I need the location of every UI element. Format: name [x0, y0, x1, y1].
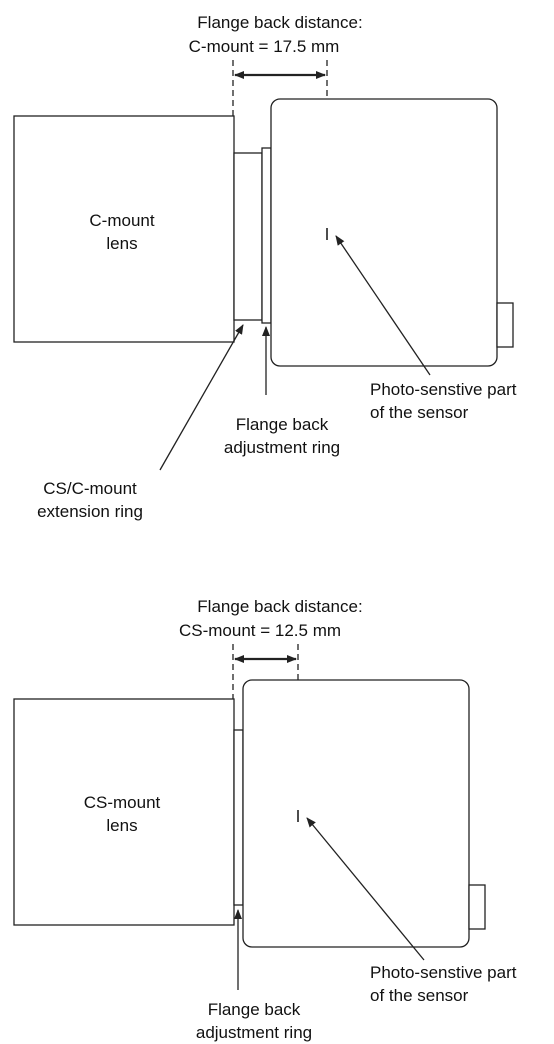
cs-mount-diagram: Flange back distance: CS-mount = 12.5 mm…	[13, 597, 517, 1042]
c-mount-extension-ring	[233, 152, 263, 321]
cs-mount-title-line1: Flange back distance:	[197, 597, 362, 616]
cs-mount-sensor-pointer	[306, 817, 425, 961]
c-mount-ring-label-line2: adjustment ring	[224, 438, 340, 457]
c-mount-adjustment-ring	[261, 147, 272, 324]
c-mount-sensor-label-line1: Photo-senstive part	[370, 380, 517, 399]
c-mount-sensor-label-line2: of the sensor	[370, 403, 469, 422]
cs-mount-camera-connector	[468, 884, 486, 930]
c-mount-title-line2: C-mount = 17.5 mm	[189, 37, 340, 56]
cs-mount-lens-box	[13, 698, 235, 926]
c-mount-lens-box	[13, 115, 235, 343]
cs-mount-title-line2: CS-mount = 12.5 mm	[179, 621, 341, 640]
cs-mount-ring-label-line1: Flange back	[208, 1000, 301, 1019]
c-mount-sensor-pointer	[335, 235, 431, 376]
c-mount-title-line1: Flange back distance:	[197, 13, 362, 32]
c-mount-lens-label-line1: C-mount	[89, 211, 154, 230]
cs-mount-lens-label-line1: CS-mount	[84, 793, 161, 812]
cs-mount-lens-label-line2: lens	[106, 816, 137, 835]
c-mount-diagram: Flange back distance: C-mount = 17.5 mm …	[13, 13, 517, 521]
cs-mount-sensor-label-line1: Photo-senstive part	[370, 963, 517, 982]
c-mount-extension-label-line1: CS/C-mount	[43, 479, 137, 498]
c-mount-ring-label-line1: Flange back	[236, 415, 329, 434]
c-mount-camera-connector	[496, 302, 514, 348]
cs-mount-adjustment-ring	[233, 729, 244, 906]
c-mount-lens-label-line2: lens	[106, 234, 137, 253]
cs-mount-camera-body	[242, 679, 470, 948]
cs-mount-ring-label-line2: adjustment ring	[196, 1023, 312, 1042]
cs-mount-sensor-label-line2: of the sensor	[370, 986, 469, 1005]
c-mount-extension-label-line2: extension ring	[37, 502, 143, 521]
c-mount-camera-body	[270, 98, 498, 367]
c-mount-extension-pointer	[159, 324, 244, 471]
